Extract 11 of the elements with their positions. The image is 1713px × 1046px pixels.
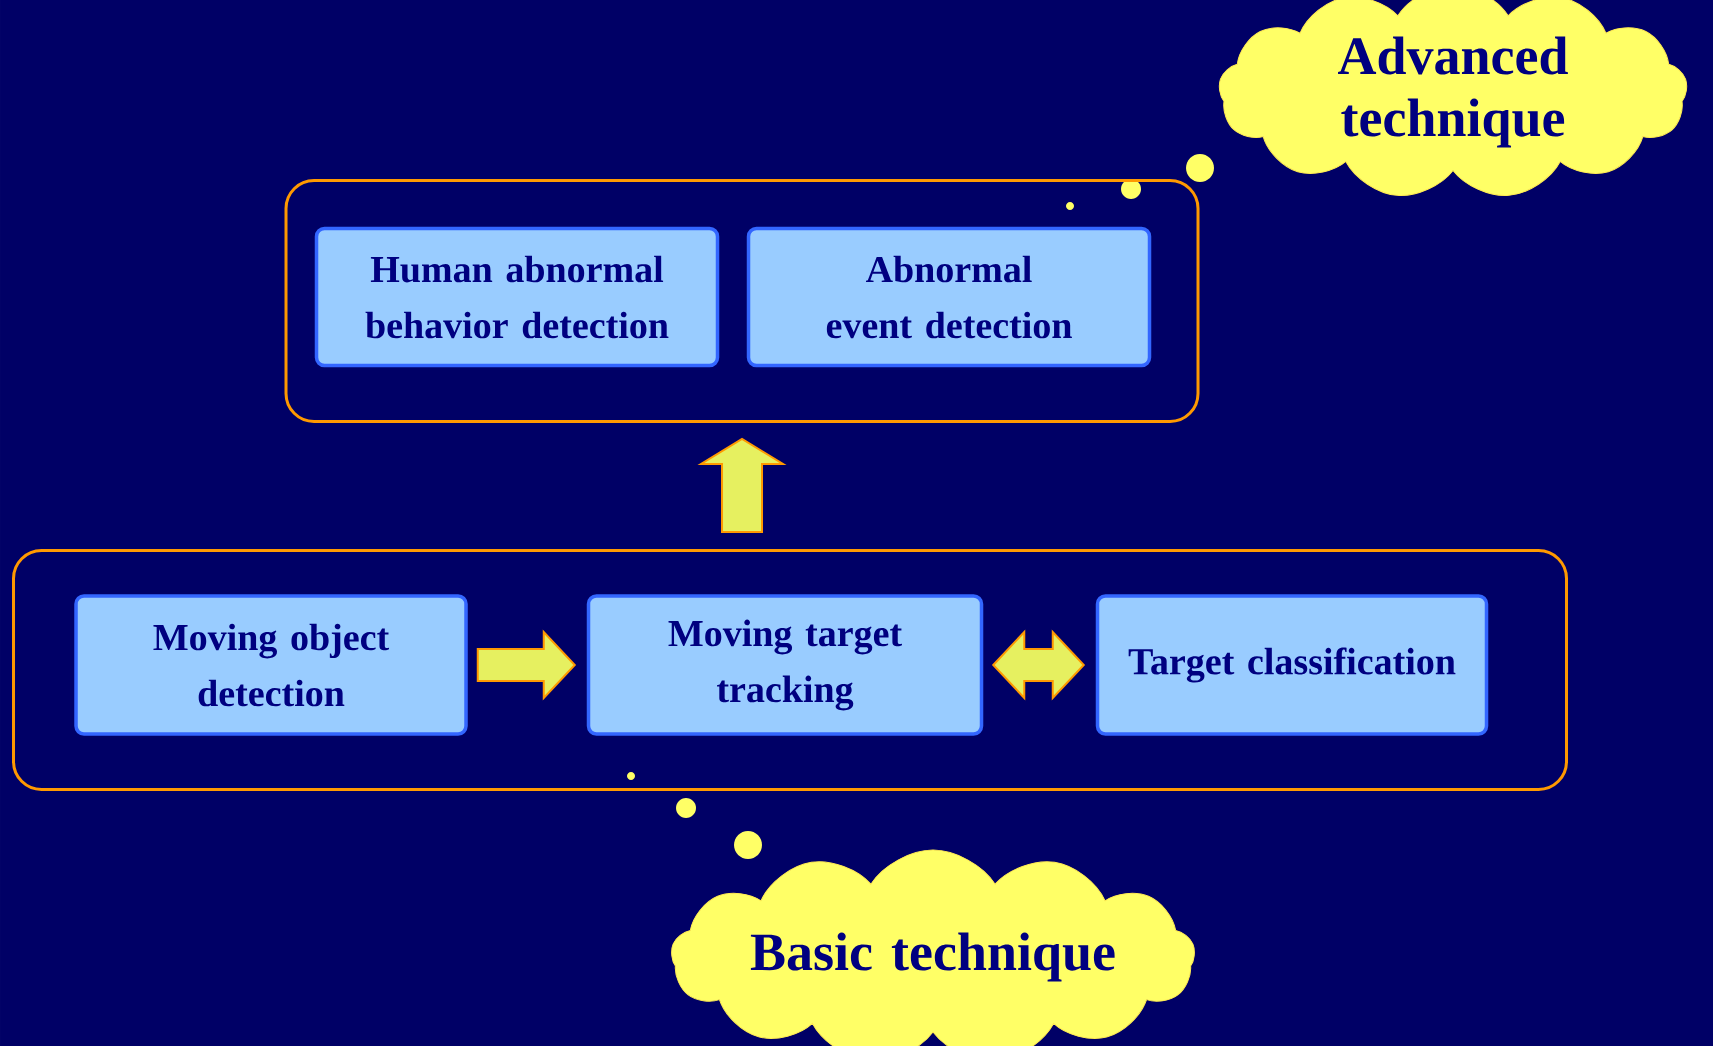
process-box: Moving object detection — [74, 594, 468, 736]
thought-cloud: Basic technique — [671, 849, 1195, 1046]
process-box: Moving target tracking — [586, 594, 984, 736]
process-box: Abnormal event detection — [746, 226, 1152, 368]
thought-cloud: Advanced technique — [1218, 0, 1688, 196]
block-arrow — [697, 437, 787, 533]
group-frame — [284, 179, 1200, 423]
process-box: Human abnormal behavior detection — [314, 226, 720, 368]
process-box: Target classification — [1095, 594, 1489, 736]
block-arrow — [476, 629, 577, 701]
group-frame — [12, 549, 1568, 791]
